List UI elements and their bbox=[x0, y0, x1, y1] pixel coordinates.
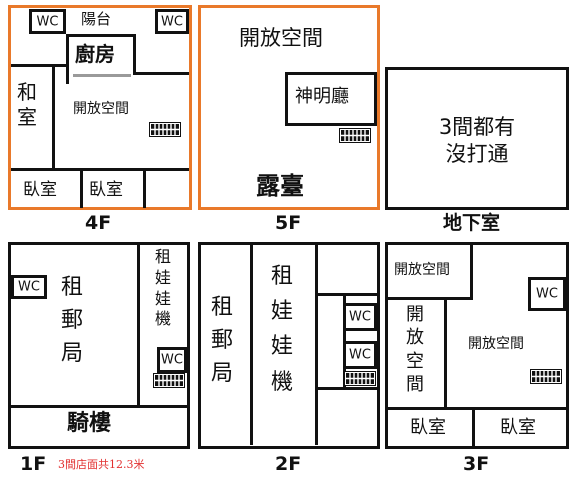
frontage-note: 3間店面共12.3米 bbox=[58, 458, 145, 471]
floor-2f-plan: 租 郵 局 租 娃 娃 機 WC WC bbox=[198, 242, 380, 449]
floor-label-2f: 2F bbox=[275, 453, 302, 475]
wall bbox=[315, 387, 377, 390]
wc-2f-upper: WC bbox=[343, 303, 377, 331]
wc-label: WC bbox=[349, 347, 371, 363]
wc-3f: WC bbox=[528, 277, 566, 311]
wc-1f-right: WC bbox=[157, 347, 187, 373]
wc-label: WC bbox=[161, 14, 183, 29]
wc-4f-left: WC bbox=[29, 9, 66, 34]
wc-4f-right: WC bbox=[155, 9, 189, 34]
wall bbox=[315, 293, 377, 296]
wall bbox=[250, 245, 253, 445]
bedroom-label: 臥室 bbox=[500, 417, 536, 438]
wall bbox=[133, 34, 136, 74]
arcade-label: 騎樓 bbox=[67, 411, 112, 436]
stairs-icon bbox=[149, 122, 181, 137]
open-space-label: 開放空間 bbox=[394, 262, 450, 278]
wall bbox=[52, 64, 55, 170]
floor-3f-plan: 開放空間 WC 開 放 空 間 開放空間 臥室 臥室 bbox=[385, 242, 569, 449]
japanese-room-label: 和 室 bbox=[17, 80, 37, 129]
wall bbox=[11, 405, 187, 408]
open-space-label: 開放空間 bbox=[239, 26, 323, 50]
stairs-icon bbox=[339, 128, 371, 143]
wall bbox=[388, 407, 566, 410]
wall bbox=[80, 168, 83, 208]
wall bbox=[143, 168, 146, 208]
stairs-icon bbox=[530, 369, 562, 384]
wc-label: WC bbox=[536, 286, 558, 302]
stairs-icon bbox=[344, 371, 376, 386]
wall bbox=[444, 297, 447, 409]
floor-4f-plan: WC WC 陽台 廚房 和 室 開放空間 臥室 臥室 bbox=[8, 5, 192, 210]
kitchen-label: 廚房 bbox=[75, 42, 115, 66]
floor-label-3f: 3F bbox=[463, 453, 490, 475]
wall bbox=[133, 72, 189, 75]
wc-label: WC bbox=[161, 352, 183, 368]
wall bbox=[11, 168, 189, 171]
bedroom-label: 臥室 bbox=[89, 180, 123, 200]
rental-doll-machine-label: 租 娃 娃 機 bbox=[271, 264, 294, 395]
wall bbox=[11, 64, 69, 67]
floor-label-basement: 地下室 bbox=[443, 212, 501, 234]
stairs-icon bbox=[153, 373, 185, 388]
open-space-vertical-label: 開 放 空 間 bbox=[406, 304, 424, 396]
wc-label: WC bbox=[18, 279, 40, 295]
wall bbox=[388, 297, 472, 300]
open-space-label: 開放空間 bbox=[468, 336, 524, 352]
rental-post-office-label: 租 郵 局 bbox=[211, 295, 234, 386]
rental-doll-machine-label: 租 娃 娃 機 bbox=[155, 247, 172, 329]
basement-plan: 3間都有 沒打通 bbox=[385, 67, 569, 210]
wc-label: WC bbox=[349, 309, 371, 325]
wall bbox=[137, 245, 140, 407]
floor-5f-plan: 開放空間 神明廳 露臺 bbox=[198, 5, 380, 210]
wall bbox=[472, 407, 475, 447]
floor-1f-plan: WC 租 郵 局 租 娃 娃 機 WC 騎樓 bbox=[8, 242, 190, 449]
wall bbox=[66, 34, 136, 37]
open-space-label: 開放空間 bbox=[73, 101, 129, 117]
floor-label-1f: 1F bbox=[20, 453, 47, 475]
shrine-hall-room bbox=[285, 72, 377, 126]
wall bbox=[315, 245, 318, 445]
wall bbox=[66, 34, 69, 84]
rental-post-office-label: 租 郵 局 bbox=[61, 275, 84, 366]
floor-label-4f: 4F bbox=[85, 212, 112, 234]
wc-label: WC bbox=[36, 14, 59, 29]
basement-note: 3間都有 沒打通 bbox=[438, 115, 516, 167]
kitchen-counter bbox=[73, 74, 131, 77]
bedroom-label: 臥室 bbox=[410, 417, 446, 438]
wc-1f-top: WC bbox=[11, 275, 47, 299]
wc-2f-lower: WC bbox=[343, 341, 377, 369]
wall bbox=[470, 245, 473, 300]
bedroom-label: 臥室 bbox=[23, 180, 57, 200]
balcony-label: 陽台 bbox=[81, 10, 112, 28]
floor-label-5f: 5F bbox=[275, 212, 302, 234]
terrace-label: 露臺 bbox=[256, 172, 304, 200]
shrine-hall-label: 神明廳 bbox=[295, 86, 349, 107]
